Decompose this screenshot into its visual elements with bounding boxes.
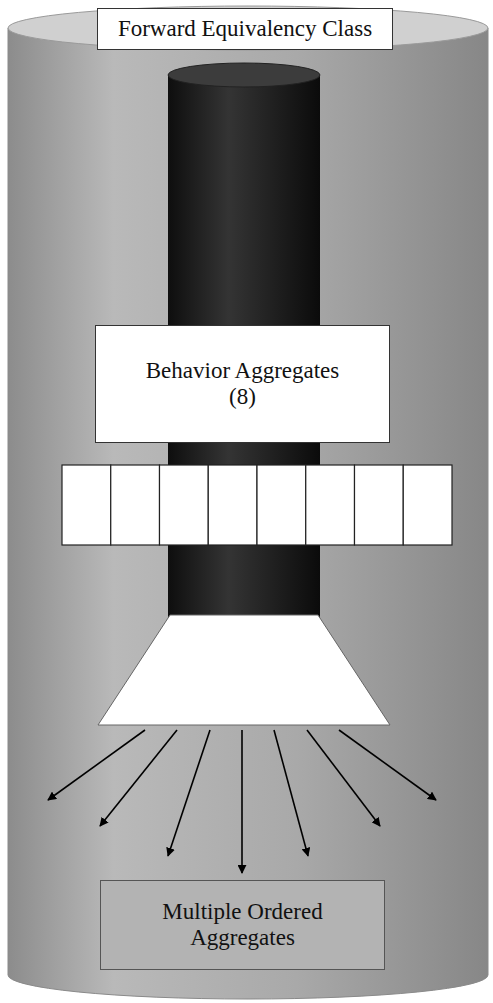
queue-slot xyxy=(62,465,111,545)
fan-out-arrow xyxy=(48,730,145,800)
fan-out-funnel xyxy=(98,615,390,725)
queue-slot xyxy=(111,465,160,545)
outer-cylinder xyxy=(8,28,488,999)
inner-cylinder-top xyxy=(168,63,320,87)
fan-out-arrow xyxy=(307,730,380,826)
fan-out-arrow xyxy=(274,730,308,856)
fan-out-arrow xyxy=(168,730,210,856)
queue-slot xyxy=(403,465,452,545)
queue-slots xyxy=(62,465,452,545)
fan-out-arrow xyxy=(241,730,243,873)
queue-slot xyxy=(160,465,209,545)
fan-out-arrow xyxy=(100,730,177,826)
aggregate-box: Behavior Aggregates (8) xyxy=(95,325,390,443)
node-label: Forward Equivalency Class xyxy=(118,16,372,42)
queue-slot xyxy=(257,465,306,545)
outer-cylinder-top xyxy=(8,6,488,50)
fan-out-arrow xyxy=(339,730,436,800)
node-label: Behavior Aggregates (8) xyxy=(138,358,348,411)
ordered-aggregate-box: Multiple Ordered Aggregates xyxy=(100,880,385,970)
queue-slot xyxy=(306,465,355,545)
node-label: Multiple Ordered Aggregates xyxy=(138,899,348,952)
fan-out-arrows xyxy=(48,730,436,873)
queue-slot xyxy=(208,465,257,545)
class-box: Forward Equivalency Class xyxy=(97,8,393,50)
queue-slot xyxy=(355,465,404,545)
